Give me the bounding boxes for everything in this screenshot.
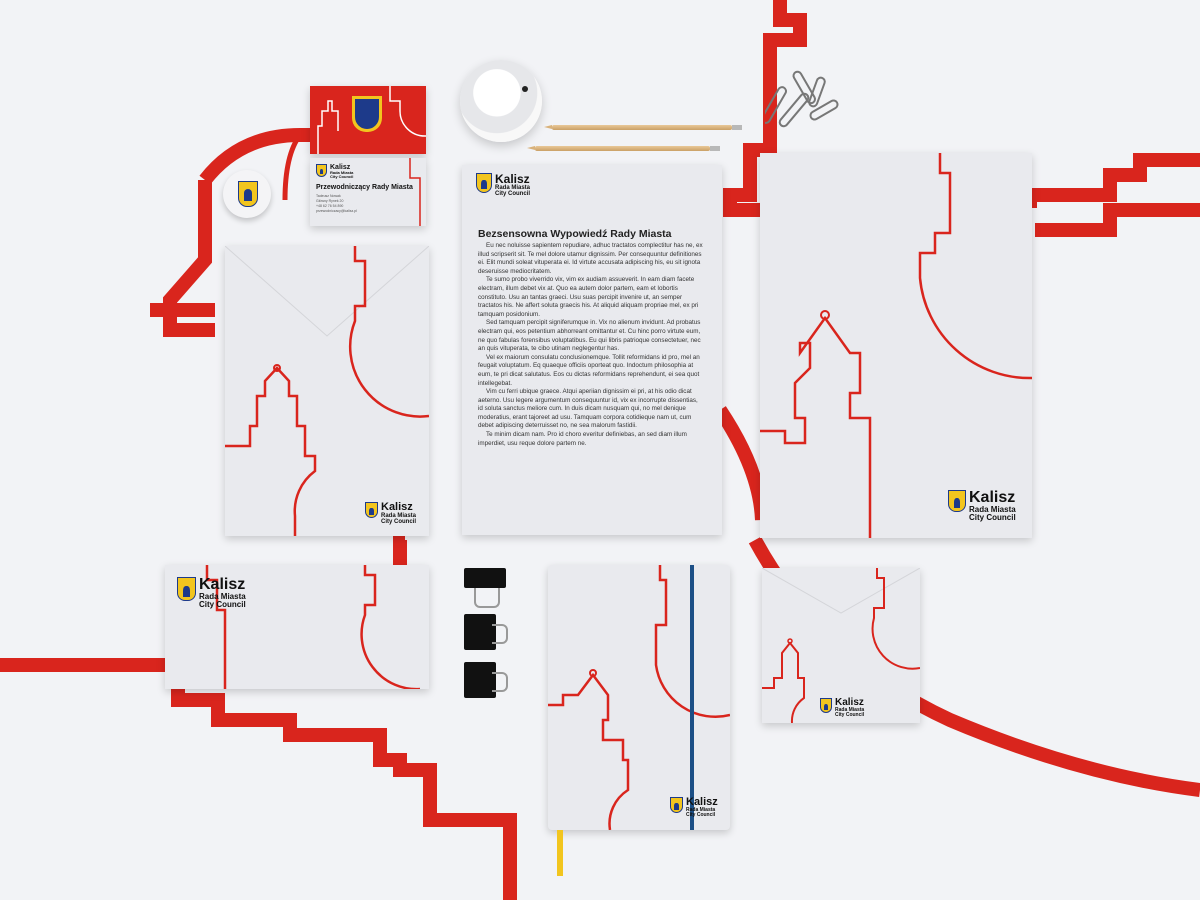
card-brand-line3: City Council (330, 174, 354, 179)
envelope-square: Kalisz Rada Miasta City Council (762, 568, 920, 723)
folder-brand-line3: City Council (969, 513, 1016, 522)
envelope-landscape: Kalisz Rada Miasta City Council (165, 565, 429, 689)
notebook-brand-line3: City Council (686, 812, 716, 818)
card-shield-icon (352, 96, 382, 132)
card-tower-outline (317, 86, 426, 154)
letter-paragraph: Vim cu ferri ubique graece. Atqui aperii… (478, 388, 698, 430)
coffee-cup (460, 60, 542, 142)
envelope-landscape-outline (205, 565, 420, 689)
shield-icon (948, 490, 966, 512)
envelope-square-outline (762, 568, 920, 723)
card-person: Tadeusz Nowak (316, 194, 341, 198)
letterhead-page: Kalisz Rada Miasta City Council (462, 165, 722, 535)
letter-brand-name: Kalisz (495, 172, 530, 186)
pencil-1 (544, 125, 742, 130)
notebook-brand-line2: Rada Miasta (686, 807, 716, 813)
letter-brand-line3: City Council (495, 191, 531, 197)
letter-paragraph: Te sumo probo viverrido vix, vim ex audi… (478, 276, 699, 318)
envelope-portrait: Kalisz Rada Miasta City Council (225, 246, 429, 536)
shield-icon (316, 164, 327, 177)
card-role: Przewodniczący Rady Miasta (316, 184, 413, 191)
envelope-tower-outline (225, 246, 429, 536)
letter-paragraph: Eu nec noluisse sapientem repudiare, adh… (478, 242, 703, 275)
cup-lid-hole (522, 86, 528, 92)
business-card-back: Kalisz Rada Miasta City Council Przewodn… (310, 158, 426, 226)
notebook-tower-outline (548, 565, 730, 830)
folder-brand-line2: Rada Miasta (969, 505, 1016, 514)
card-phone: +48 62 76 54 890 (316, 204, 344, 208)
binder-clip-icon (464, 662, 508, 698)
notebook-bookmark-ribbon (557, 830, 563, 876)
envelope-square-logo: Kalisz Rada Miasta City Council (820, 698, 864, 718)
folder-tower-outline (760, 153, 1032, 538)
shield-icon (820, 698, 832, 713)
letter-paragraph: Sed tamquam percipit signiferumque in. V… (478, 319, 701, 353)
envelope-brand-name: Kalisz (381, 501, 413, 513)
folder-portrait: Kalisz Rada Miasta City Council (760, 153, 1032, 538)
card-email: przewodniczacy@kalisz.pl (316, 209, 357, 213)
shield-icon (238, 181, 258, 207)
binder-clip-icon (464, 568, 506, 608)
letter-brand-line2: Rada Miasta (495, 185, 531, 191)
envelope-landscape-brand-name: Kalisz (199, 576, 246, 593)
binder-clip-icon (464, 614, 508, 650)
letter-title: Bezsensowna Wypowiedź Rady Miasta (478, 228, 672, 240)
envelope-landscape-brand-line3: City Council (199, 600, 246, 609)
folder-logo: Kalisz Rada Miasta City Council (948, 490, 1016, 522)
badge-pin (223, 170, 271, 218)
letter-logo: Kalisz Rada Miasta City Council (476, 173, 530, 197)
paper-clip-icon (765, 70, 839, 128)
pencil-2 (527, 146, 720, 151)
envelope-landscape-brand-line2: Rada Miasta (199, 592, 246, 601)
card-brand-line2: Rada Miasta (330, 170, 354, 175)
envelope-landscape-logo: Kalisz Rada Miasta City Council (177, 577, 246, 609)
letter-body: Eu nec noluisse sapientem repudiare, adh… (478, 242, 704, 448)
shield-icon (177, 577, 196, 601)
envelope-brand-line3: City Council (381, 519, 417, 525)
notebook-logo: Kalisz Rada Miasta City Council (670, 797, 718, 818)
shield-icon (670, 797, 683, 813)
shield-icon (365, 502, 378, 518)
card-address: Główny Rynek 20 (316, 199, 344, 203)
notebook: Kalisz Rada Miasta City Council (548, 565, 730, 830)
notebook-brand-name: Kalisz (686, 796, 718, 808)
folder-brand-name: Kalisz (969, 489, 1016, 506)
card-logo: Kalisz Rada Miasta City Council (316, 164, 353, 179)
card-brand-name: Kalisz (330, 164, 351, 171)
envelope-square-brand-line2: Rada Miasta (835, 707, 865, 713)
business-card-front (310, 86, 426, 154)
letter-paragraph: Te minim dicam nam. Pro id choro everitu… (478, 431, 687, 447)
envelope-square-brand-name: Kalisz (835, 697, 864, 708)
letter-paragraph: Vel ex maiorum consulatu conclusionemque… (478, 353, 700, 387)
shield-icon (476, 173, 492, 193)
envelope-brand-line2: Rada Miasta (381, 513, 417, 519)
envelope-logo: Kalisz Rada Miasta City Council (365, 502, 416, 525)
notebook-elastic-band (690, 565, 694, 830)
envelope-square-brand-line3: City Council (835, 712, 865, 718)
